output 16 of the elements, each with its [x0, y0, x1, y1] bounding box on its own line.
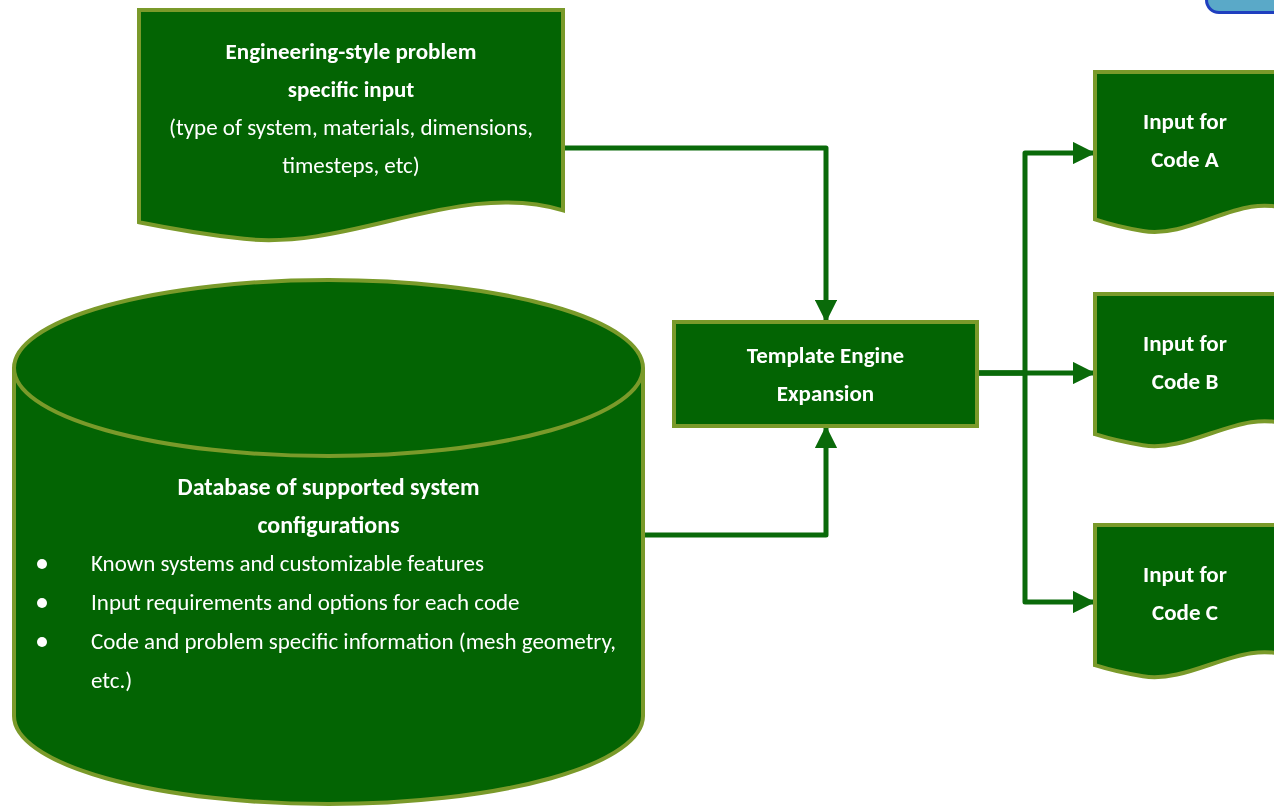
- node-heading: Input for Code B: [1142, 328, 1228, 397]
- node-heading: Input for Code C: [1142, 559, 1228, 628]
- bullet-text: Input requirements and options for each code: [91, 587, 521, 618]
- document-shape: [1093, 70, 1274, 236]
- document-shape: [1093, 523, 1274, 681]
- node-heading: Engineering-style problem specific input: [224, 36, 478, 105]
- node-text: (type of system, materials, dimensions, timesteps, etc): [168, 112, 534, 181]
- node-text: Template Engine Expansion: [745, 340, 906, 409]
- node-heading: Input for Code A: [1142, 106, 1228, 175]
- process-box: [672, 320, 979, 428]
- document-shape: [1093, 292, 1274, 450]
- arrow: [565, 145, 838, 323]
- node-heading: Database of supported system configurations: [176, 471, 481, 541]
- database-cylinder: [12, 278, 645, 806]
- bullet-text: Code and problem specific information (mesh geometry, etc.): [91, 626, 617, 696]
- bullet-text: Known systems and customizable features: [91, 548, 485, 579]
